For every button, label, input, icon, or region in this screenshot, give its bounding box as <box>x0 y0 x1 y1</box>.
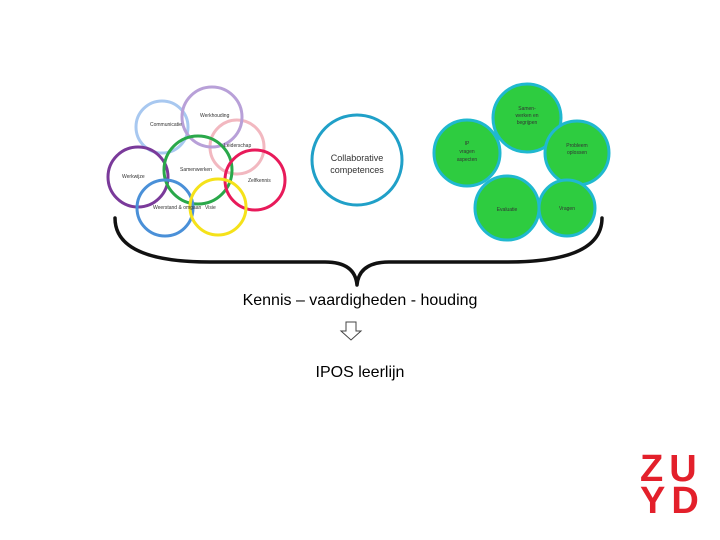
logo-line2: YD <box>640 480 705 522</box>
label-samen-3: begrijpen <box>517 120 538 126</box>
label-samen-1: Samen- <box>518 106 536 112</box>
right-cluster-labels: Samen- werken en begrijpen IP vragen asp… <box>457 106 588 213</box>
circle-ip-vragen <box>432 118 502 188</box>
center-label-line2: competences <box>330 165 384 175</box>
left-cluster-labels: Communicatie Werkwijze Leiderschap Zelfk… <box>122 113 271 211</box>
label-visie: Visie <box>205 205 216 211</box>
label-probleem-2: oplossen <box>567 150 587 156</box>
label-samenwerken: Samenwerken <box>180 167 212 173</box>
curly-brace <box>113 216 604 287</box>
label-communicatie: Communicatie <box>150 122 182 128</box>
circle-communicatie <box>134 99 190 155</box>
label-werkhouding: Werkhouding <box>200 113 230 119</box>
label-ip-1: IP <box>465 141 470 147</box>
label-werkwijze: Werkwijze <box>122 174 145 180</box>
label-evaluatie: Evaluatie <box>497 207 518 213</box>
label-leiderschap: Leiderschap <box>224 143 251 149</box>
label-weerstand: Weerstand & omgaan <box>153 205 201 211</box>
label-probleem-1: Probleem <box>566 143 587 149</box>
left-circle-cluster <box>106 85 287 238</box>
label-samen-2: werken en <box>515 113 538 119</box>
circle-samen-werken <box>491 82 563 154</box>
main-heading: Kennis – vaardigheden - houding <box>242 292 478 309</box>
label-vragen: Vragen <box>559 206 575 212</box>
right-circle-cluster <box>432 82 611 242</box>
circle-vragen <box>537 178 597 238</box>
sub-heading: IPOS leerlijn <box>315 364 405 381</box>
down-arrow-icon <box>339 321 363 341</box>
circle-top-purple <box>180 85 244 149</box>
circle-weerstand <box>135 178 195 238</box>
label-ip-3: aspecten <box>457 157 478 163</box>
center-circle <box>310 113 404 207</box>
circle-samenwerken <box>162 134 234 206</box>
center-label-line1: Collaborative <box>331 153 384 163</box>
logo-line1: ZU <box>640 448 703 490</box>
label-ip-2: vragen <box>459 149 475 155</box>
circle-visie <box>188 177 248 237</box>
label-zelfkennis: Zelfkennis <box>248 178 271 184</box>
zuyd-logo: ZU YD <box>640 448 705 522</box>
